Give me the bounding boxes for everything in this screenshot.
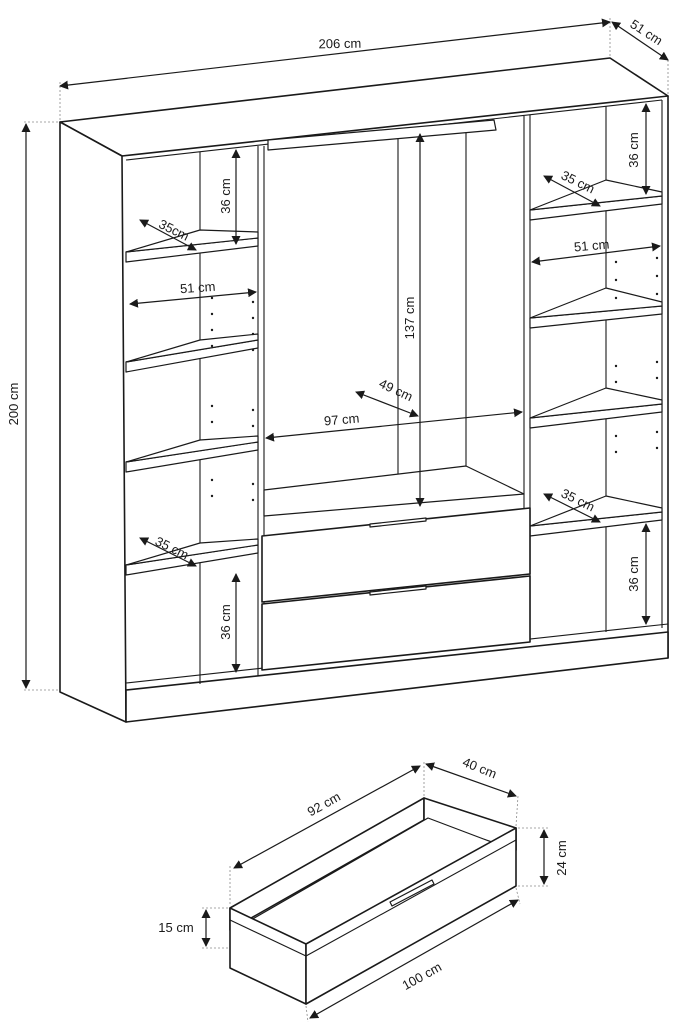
hanging-width-label: 97 cm — [323, 411, 360, 429]
width-dimension-line — [59, 18, 611, 90]
pin-hole-5 — [210, 328, 214, 332]
wardrobe-left-side — [59, 121, 127, 723]
pin-hole-1 — [210, 296, 214, 300]
pin-hole-26 — [655, 430, 659, 434]
drawer-left-inner-edge — [229, 919, 307, 957]
drawer-depth-ext — [515, 795, 519, 827]
pin-hole-25 — [614, 380, 618, 384]
pin-hole-0 — [251, 300, 255, 304]
right-top-height-label: 36 cm — [626, 132, 641, 167]
pin-hole-19 — [614, 278, 618, 282]
hanging-height-label: 137 cm — [402, 297, 417, 340]
pin-hole-13 — [210, 478, 214, 482]
left-width-label: 51 cm — [180, 279, 216, 296]
hanging-depth-label: 49 cm — [377, 376, 415, 405]
pin-hole-14 — [251, 498, 255, 502]
wardrobe-plinth — [125, 631, 669, 723]
hanging-rail — [267, 119, 497, 151]
pin-hole-12 — [251, 482, 255, 486]
pin-hole-9 — [210, 404, 214, 408]
right-shelf-3-top — [529, 387, 663, 419]
right-shelf-2-top — [529, 287, 663, 319]
pin-hole-4 — [251, 332, 255, 336]
pin-hole-27 — [614, 434, 618, 438]
left-shelf-3-top — [125, 435, 259, 463]
pin-hole-2 — [251, 316, 255, 320]
hanging-width-line — [265, 408, 523, 442]
pin-hole-28 — [655, 446, 659, 450]
right-bottom-height-label: 36 cm — [626, 556, 641, 591]
drawer-front-width-line — [309, 899, 519, 1019]
pin-hole-21 — [614, 296, 618, 300]
pin-hole-7 — [210, 344, 214, 348]
drawer-length-line — [233, 765, 421, 869]
lower-drawer-front — [261, 575, 531, 671]
drawer-length-label: 92 cm — [305, 789, 343, 819]
right-width-label: 51 cm — [573, 237, 610, 255]
depth-label: 51 cm — [628, 16, 666, 48]
height-label: 200 cm — [6, 383, 21, 426]
pin-hole-10 — [251, 424, 255, 428]
left-compartment-dimensions: 36 cm 35cm 51 cm 35 cm 36 cm — [129, 149, 257, 673]
pin-hole-22 — [655, 360, 659, 364]
pin-hole-16 — [655, 256, 659, 260]
upper-drawer-front — [261, 507, 531, 603]
left-lower-depth-line — [139, 537, 197, 567]
pin-hole-23 — [614, 364, 618, 368]
pin-hole-20 — [655, 292, 659, 296]
pin-hole-15 — [210, 494, 214, 498]
pin-hole-6 — [251, 348, 255, 352]
drawer-depth-label: 40 cm — [460, 754, 498, 781]
pin-hole-3 — [210, 312, 214, 316]
pin-hole-8 — [251, 408, 255, 412]
left-top-depth-line — [139, 219, 197, 251]
center-compartment-dimensions: 137 cm 49 cm 97 cm — [265, 133, 523, 507]
pin-hole-24 — [655, 376, 659, 380]
pin-hole-11 — [210, 420, 214, 424]
drawer — [229, 797, 517, 1005]
center-bottom-shelf — [263, 465, 525, 517]
pin-hole-29 — [614, 450, 618, 454]
pin-hole-18 — [655, 274, 659, 278]
pin-hole-17 — [614, 260, 618, 264]
lower-drawer-handle — [369, 585, 427, 596]
right-compartment-dimensions: 36 cm 35 cm 51 cm 35 cm 36 cm — [531, 103, 661, 625]
drawer-back-height-label: 24 cm — [554, 840, 569, 875]
drawer-front-width-label: 100 cm — [400, 959, 445, 993]
drawer-front-width-ext-right — [515, 887, 521, 905]
left-width-line — [129, 288, 257, 308]
left-shelf-2-top — [125, 333, 259, 363]
right-top-depth-line — [543, 175, 601, 207]
drawer-front-width-ext-left — [305, 1005, 309, 1023]
width-label: 206 cm — [318, 36, 361, 52]
right-lower-depth-line — [543, 493, 601, 523]
drawer-front-height-label: 15 cm — [158, 920, 193, 935]
depth-dimension-line — [611, 21, 669, 61]
right-width-line — [531, 242, 661, 266]
wardrobe — [59, 57, 669, 723]
right-shelves — [529, 179, 663, 537]
left-top-height-label: 36 cm — [218, 178, 233, 213]
upper-drawer-handle — [369, 517, 427, 528]
left-bottom-height-label: 36 cm — [218, 604, 233, 639]
drawer-depth-line — [425, 762, 517, 798]
